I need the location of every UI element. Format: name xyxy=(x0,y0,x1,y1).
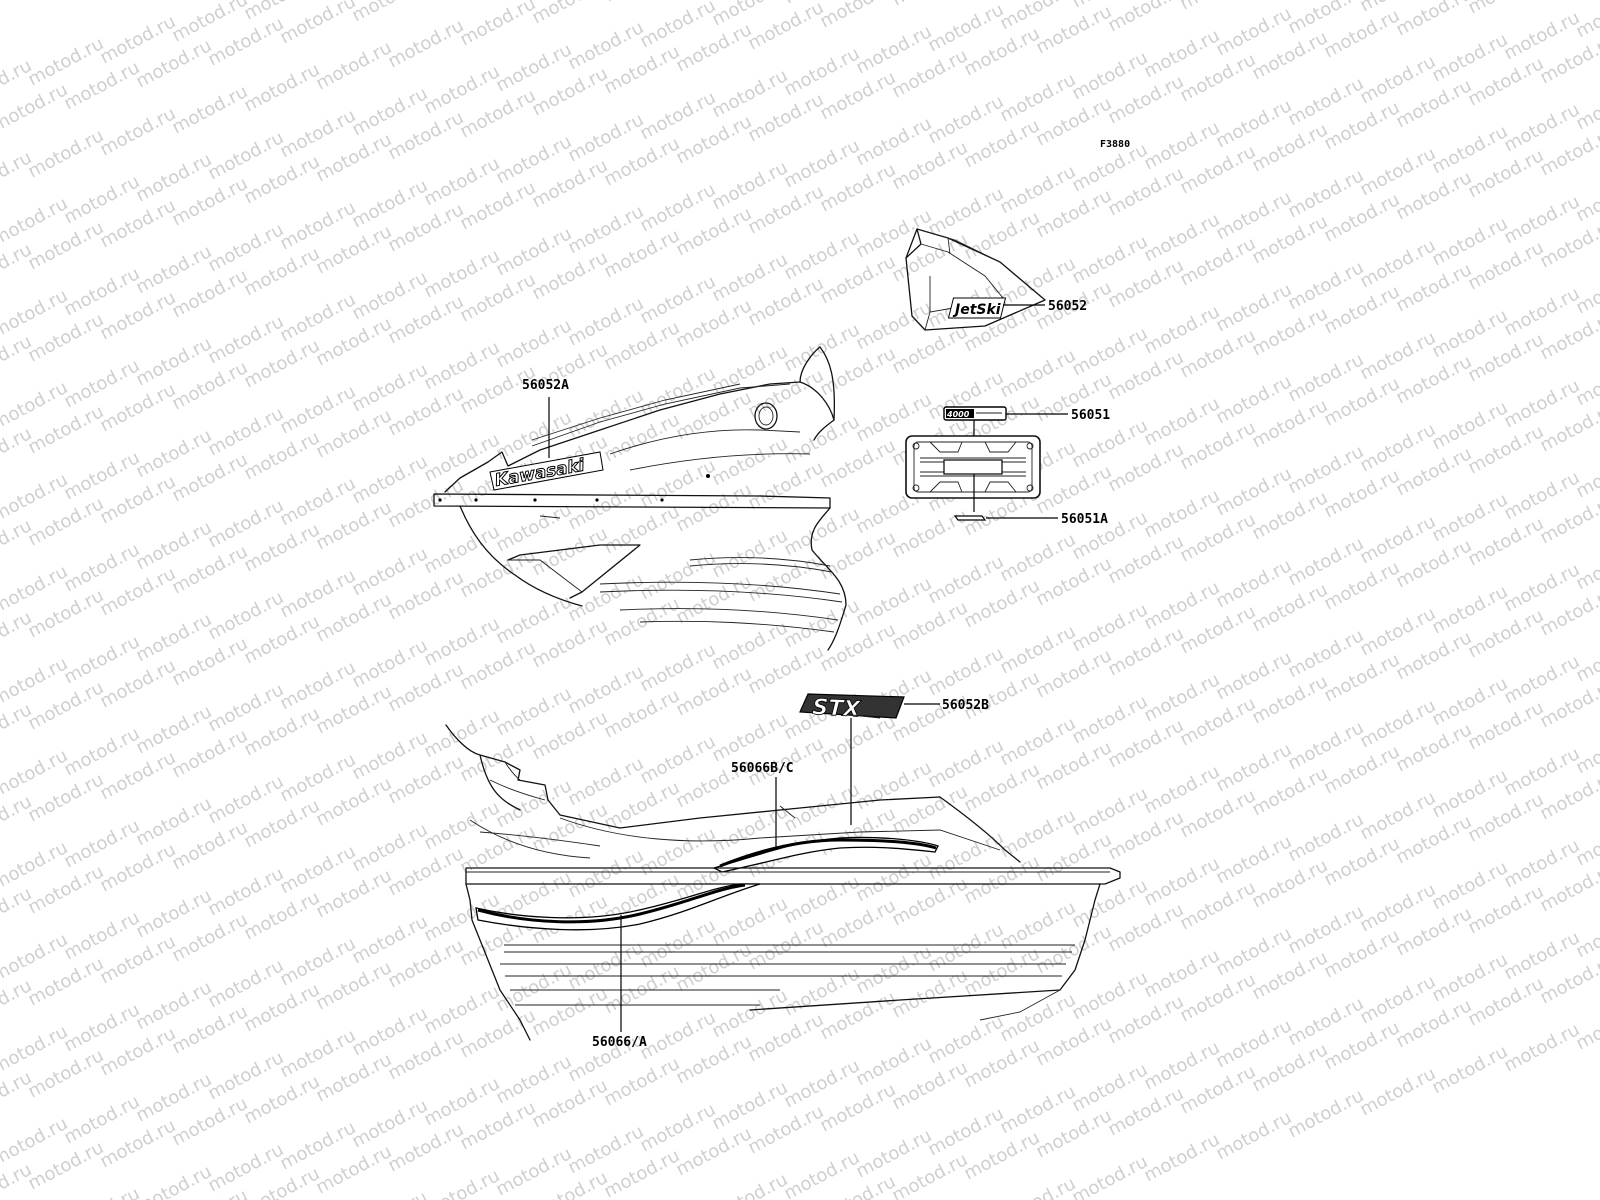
svg-text:Kawasaki: Kawasaki xyxy=(493,455,587,491)
callout-56066A: 56066/A xyxy=(592,1035,647,1050)
hood-piece-56052: JetSki 56052 xyxy=(905,228,1087,331)
callout-56052B: 56052B xyxy=(942,698,989,713)
hull-side-upper: Kawasaki 56052A xyxy=(433,346,847,651)
callout-56051A: 56051A xyxy=(1061,512,1108,527)
stx-emblem-56052B: STX 56052B xyxy=(799,693,989,825)
kawasaki-decal: Kawasaki xyxy=(489,451,604,491)
callout-56052: 56052 xyxy=(1048,299,1087,314)
callout-56052A: 56052A xyxy=(522,378,569,393)
jetski-decal: JetSki xyxy=(947,297,1007,319)
callout-56066BC: 56066B/C xyxy=(731,761,794,776)
svg-text:STX: STX xyxy=(812,695,862,723)
callout-56051: 56051 xyxy=(1071,408,1110,423)
engine-cover-56051: 4000 56051 56051A xyxy=(905,406,1110,527)
hull-side-lower: 56066B/C 56066/A xyxy=(445,724,1121,1050)
svg-text:JetSki: JetSki xyxy=(952,302,1001,318)
figure-code: F3880 xyxy=(1100,139,1130,150)
svg-text:4000: 4000 xyxy=(946,410,970,419)
